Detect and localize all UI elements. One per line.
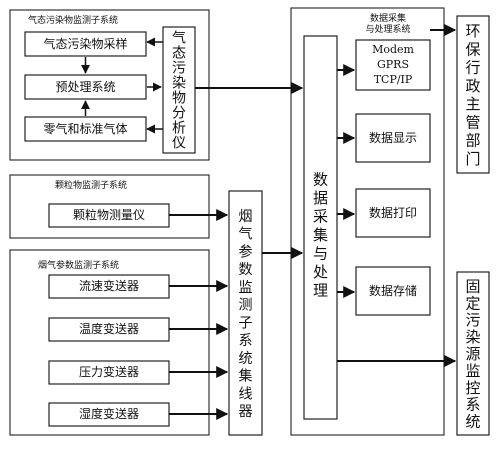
collector-char: 气 bbox=[239, 227, 253, 243]
gprs-label: GPRS bbox=[377, 58, 409, 71]
data-core-char: 理 bbox=[313, 282, 328, 300]
collector-char: 监 bbox=[239, 280, 253, 296]
fixed-source-char: 固 bbox=[465, 277, 480, 295]
gas-analyzer-box bbox=[162, 26, 196, 154]
env-agency-char: 主 bbox=[465, 95, 480, 113]
collector-char: 测 bbox=[239, 298, 253, 314]
data-storage-label: 数据存储 bbox=[369, 283, 417, 298]
env-agency-char: 门 bbox=[465, 150, 480, 168]
collector-char: 参 bbox=[239, 243, 253, 260]
fixed-source-char: 染 bbox=[465, 328, 480, 346]
fixed-source-char: 统 bbox=[465, 413, 480, 431]
fixed-source-char: 污 bbox=[465, 311, 480, 329]
particle-instrument-label: 颗粒物测量仪 bbox=[73, 207, 145, 222]
fixed-source-char: 控 bbox=[465, 379, 480, 397]
data-core-char: 与 bbox=[313, 245, 328, 263]
env-agency-char: 行 bbox=[465, 59, 480, 77]
gas-analyzer-char: 物 bbox=[172, 91, 186, 107]
collector-char: 统 bbox=[239, 351, 253, 367]
flue-subsystem: 烟气参数监测子系统 流速变送器 温度变送器 压力变送器 湿度变送器 bbox=[9, 249, 210, 436]
fixed-source-char: 定 bbox=[465, 294, 480, 312]
flue-subsystem-frame bbox=[9, 249, 210, 436]
modem-box bbox=[355, 39, 431, 91]
particle-subsystem-label: 颗粒物监测子系统 bbox=[55, 179, 127, 191]
zero-gas-box bbox=[24, 116, 147, 142]
data-core-char: 集 bbox=[313, 226, 328, 244]
gas-sampling-label: 气态污染物采样 bbox=[43, 36, 127, 51]
temp-transmitter-label: 温度变送器 bbox=[79, 321, 139, 336]
collector-char: 器 bbox=[239, 404, 253, 420]
humidity-transmitter-label: 湿度变送器 bbox=[79, 406, 139, 421]
collector-char: 子 bbox=[239, 315, 253, 331]
modem-label: Modem bbox=[372, 43, 414, 56]
data-system-frame bbox=[290, 7, 445, 436]
gas-analyzer-char: 染 bbox=[172, 76, 186, 92]
particle-subsystem-frame bbox=[9, 174, 210, 239]
data-system-label-line1: 数据采集 bbox=[370, 12, 406, 24]
particle-subsystem: 颗粒物监测子系统 颗粒物测量仪 bbox=[9, 174, 210, 239]
env-agency-char: 管 bbox=[465, 113, 480, 131]
gas-subsystem: 气态污染物监测子系统 气态污染物采样 预处理系统 零气和标准气体 气态污染物分析… bbox=[9, 9, 210, 161]
env-agency-char: 保 bbox=[465, 40, 480, 58]
data-core-char: 数 bbox=[313, 170, 328, 188]
gas-analyzer-char: 分 bbox=[172, 106, 186, 122]
fixed-source-char: 监 bbox=[465, 362, 480, 380]
tcpip-label: TCP/IP bbox=[374, 73, 413, 86]
fixed-source-box bbox=[456, 271, 490, 436]
env-agency-char: 部 bbox=[465, 132, 480, 150]
env-agency-char: 政 bbox=[465, 77, 480, 95]
collector-char: 系 bbox=[239, 333, 253, 349]
data-display-box bbox=[355, 113, 431, 163]
collector-char: 烟 bbox=[239, 209, 253, 225]
fixed-source-char: 系 bbox=[465, 396, 480, 414]
data-display-label: 数据显示 bbox=[369, 130, 417, 145]
data-core-box bbox=[303, 35, 338, 420]
data-core-char: 据 bbox=[313, 189, 328, 207]
gas-sampling-box bbox=[24, 31, 147, 57]
zero-gas-label: 零气和标准气体 bbox=[43, 121, 127, 136]
data-print-label: 数据打印 bbox=[369, 205, 417, 220]
gas-analyzer-char: 态 bbox=[172, 46, 186, 62]
collector-char: 数 bbox=[239, 262, 253, 278]
preprocess-label: 预处理系统 bbox=[55, 80, 115, 94]
data-system-label-line2: 与处理系统 bbox=[365, 23, 410, 35]
collector-char: 集 bbox=[239, 368, 253, 385]
gas-analyzer-char: 污 bbox=[172, 61, 186, 77]
env-agency-char: 环 bbox=[465, 22, 480, 40]
flow-transmitter-label: 流速变送器 bbox=[79, 278, 139, 293]
env-agency-box bbox=[456, 15, 490, 174]
collector-char: 线 bbox=[239, 386, 253, 402]
data-storage-box bbox=[355, 266, 431, 316]
fixed-source-char: 源 bbox=[465, 345, 480, 363]
data-print-box bbox=[355, 188, 431, 238]
data-core-char: 采 bbox=[313, 207, 328, 225]
gas-analyzer-char: 析 bbox=[172, 121, 186, 137]
preprocess-box bbox=[24, 74, 147, 100]
gas-analyzer-char: 仪 bbox=[172, 136, 186, 152]
gas-subsystem-label: 气态污染物监测子系统 bbox=[28, 14, 118, 26]
flue-subsystem-label: 烟气参数监测子系统 bbox=[38, 259, 119, 271]
data-core-char: 处 bbox=[313, 263, 328, 281]
gas-analyzer-char: 气 bbox=[172, 31, 186, 47]
pressure-transmitter-label: 压力变送器 bbox=[79, 364, 139, 379]
gas-subsystem-frame bbox=[9, 9, 210, 161]
collector-box bbox=[228, 190, 263, 436]
